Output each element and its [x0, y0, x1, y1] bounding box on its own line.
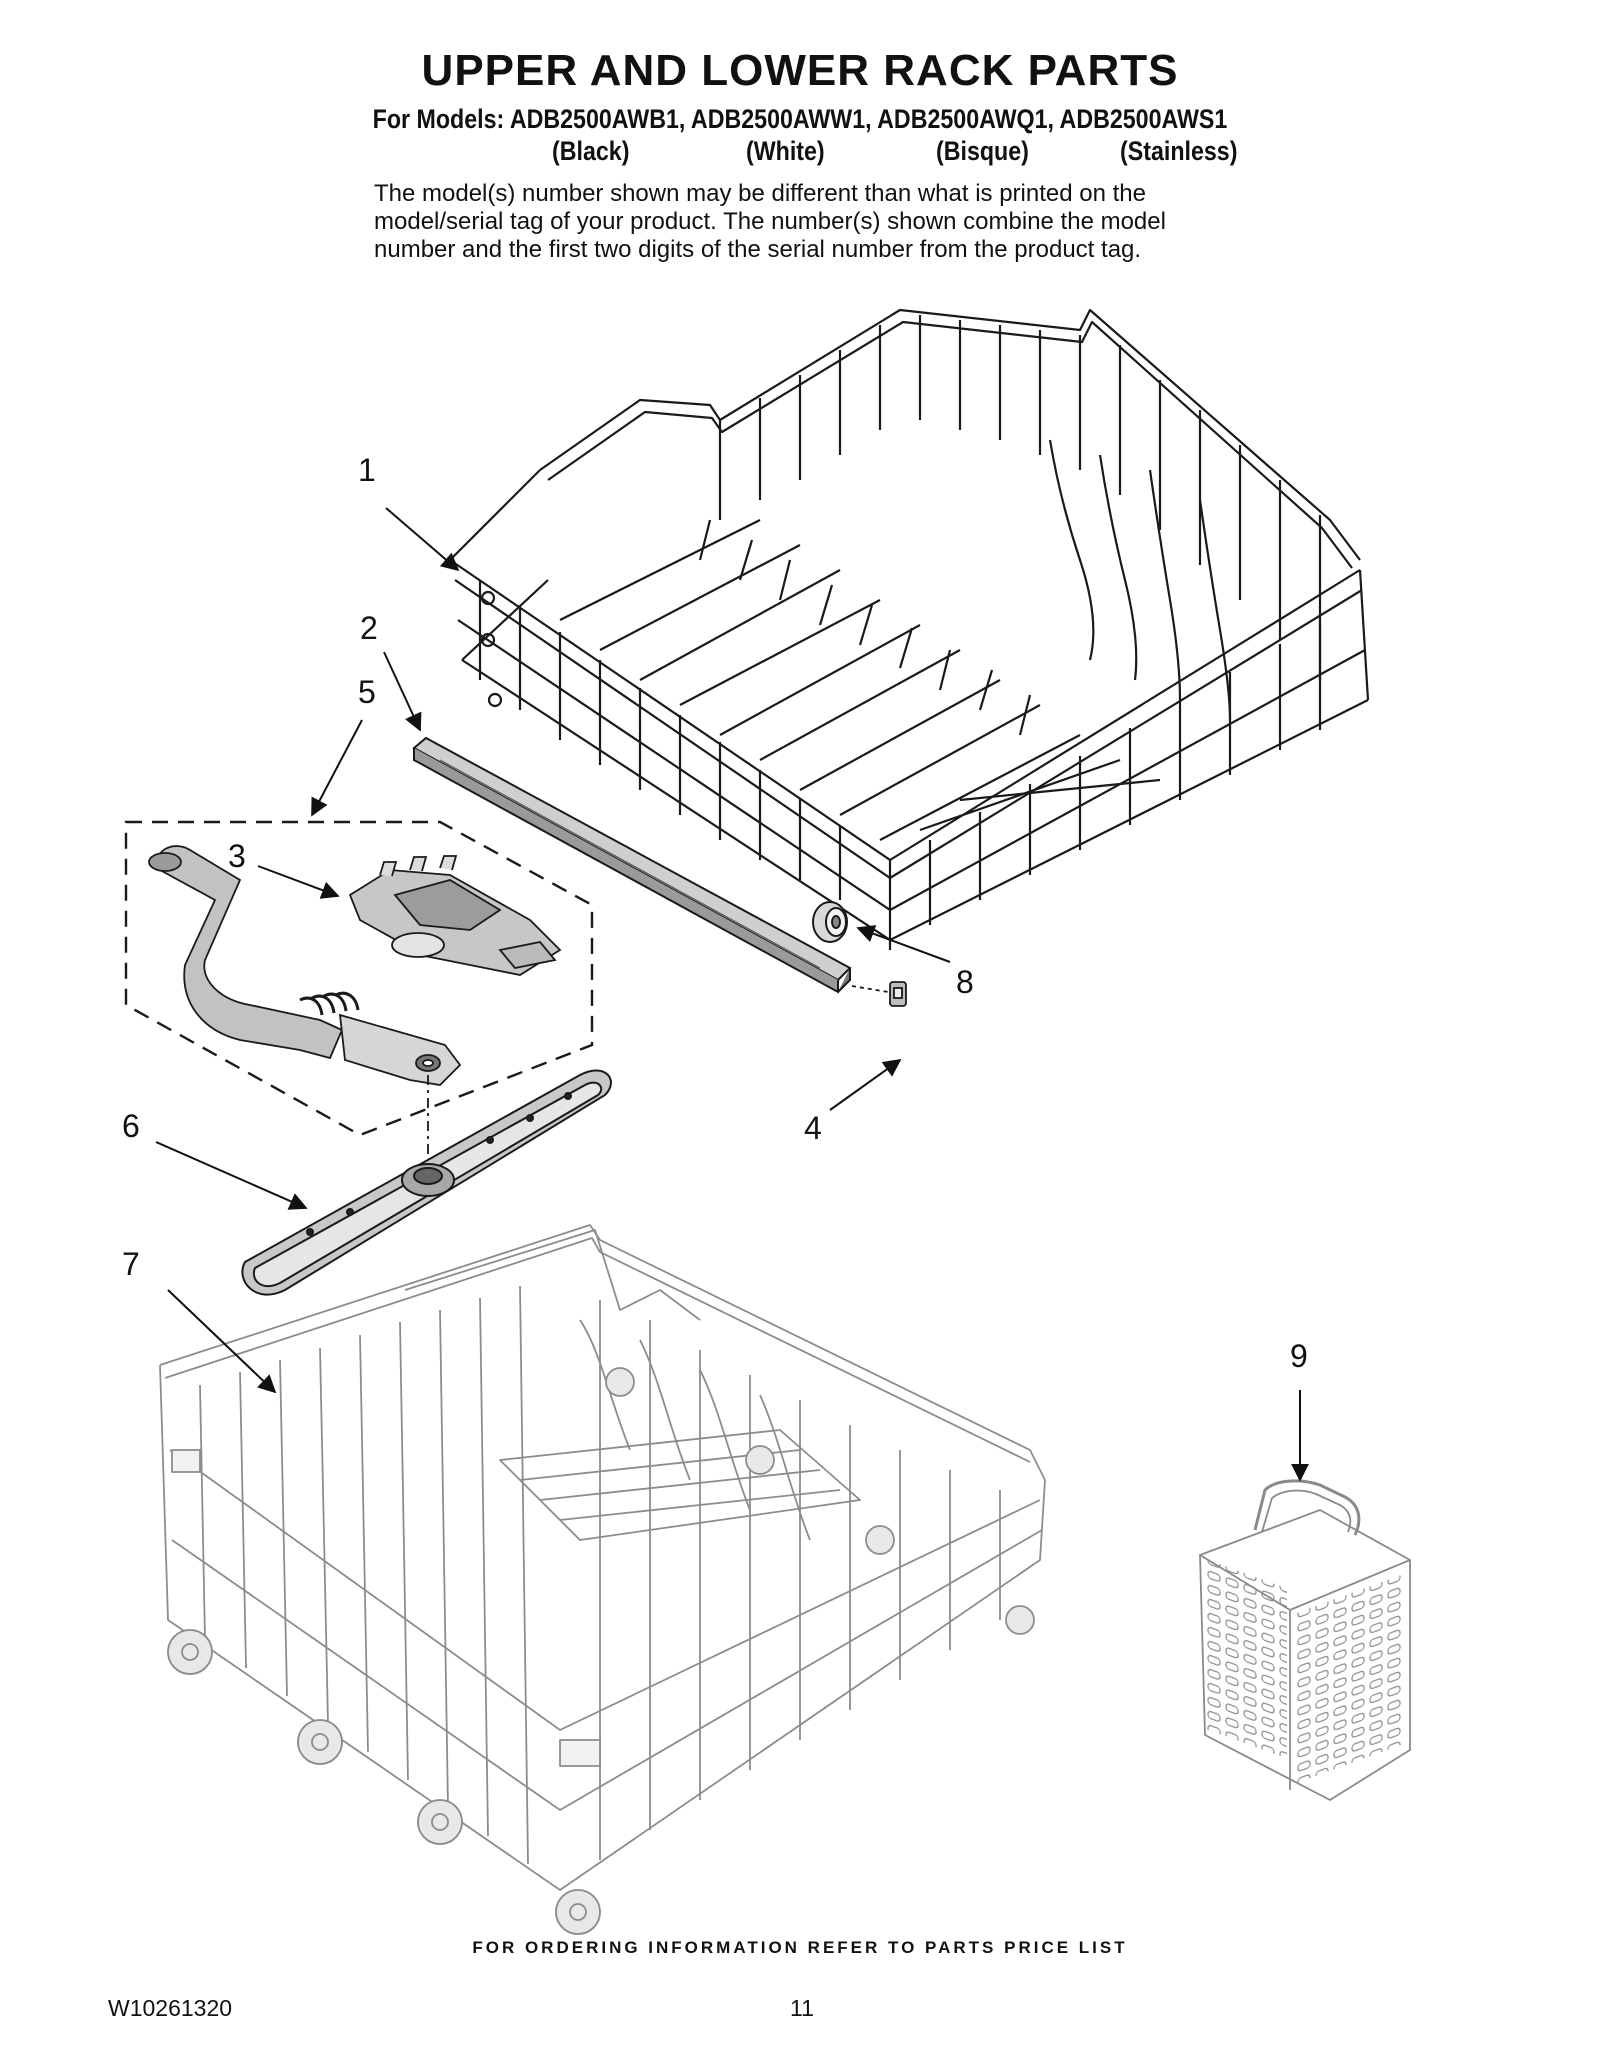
assembly-group-outline	[124, 820, 594, 1137]
upper-rack	[449, 308, 1370, 950]
silverware-basket	[1199, 1479, 1411, 1802]
rack-wheel	[812, 901, 848, 943]
rack-rail	[412, 736, 852, 994]
callout-9: 9	[1290, 1338, 1308, 1374]
page-number: 11	[790, 1995, 814, 2021]
callout-6: 6	[122, 1108, 140, 1144]
lower-rack	[159, 1224, 1046, 1935]
spray-arm-feed-tube	[148, 845, 462, 1086]
note-line: number and the first two digits of the s…	[374, 236, 1142, 263]
color-black: (Black)	[552, 136, 630, 166]
color-stainless: (Stainless)	[1120, 136, 1238, 166]
callout-7: 7	[122, 1246, 140, 1282]
note-line: The model(s) number shown may be differe…	[374, 180, 1146, 207]
color-bisque: (Bisque)	[936, 136, 1029, 166]
note-line: model/serial tag of your product. The nu…	[374, 208, 1166, 235]
model-note: The model(s) number shown may be differe…	[374, 180, 1274, 264]
rail-end-cap	[851, 981, 907, 1007]
callout-2: 2	[360, 610, 378, 646]
callout-3: 3	[228, 838, 246, 874]
model-list: For Models: ADB2500AWB1, ADB2500AWW1, AD…	[372, 104, 1228, 134]
page-title: UPPER AND LOWER RACK PARTS	[421, 46, 1179, 95]
document-number: W10261320	[108, 1995, 233, 2021]
callout-4: 4	[804, 1110, 822, 1146]
spray-arm-mount	[348, 855, 562, 976]
callout-1: 1	[358, 452, 376, 488]
lower-spray-arm	[241, 1069, 612, 1296]
callout-5: 5	[358, 674, 376, 710]
callout-8: 8	[956, 964, 974, 1000]
color-white: (White)	[746, 136, 825, 166]
callout-leaders	[155, 507, 1309, 1482]
ordering-info: FOR ORDERING INFORMATION REFER TO PARTS …	[472, 1938, 1128, 1957]
